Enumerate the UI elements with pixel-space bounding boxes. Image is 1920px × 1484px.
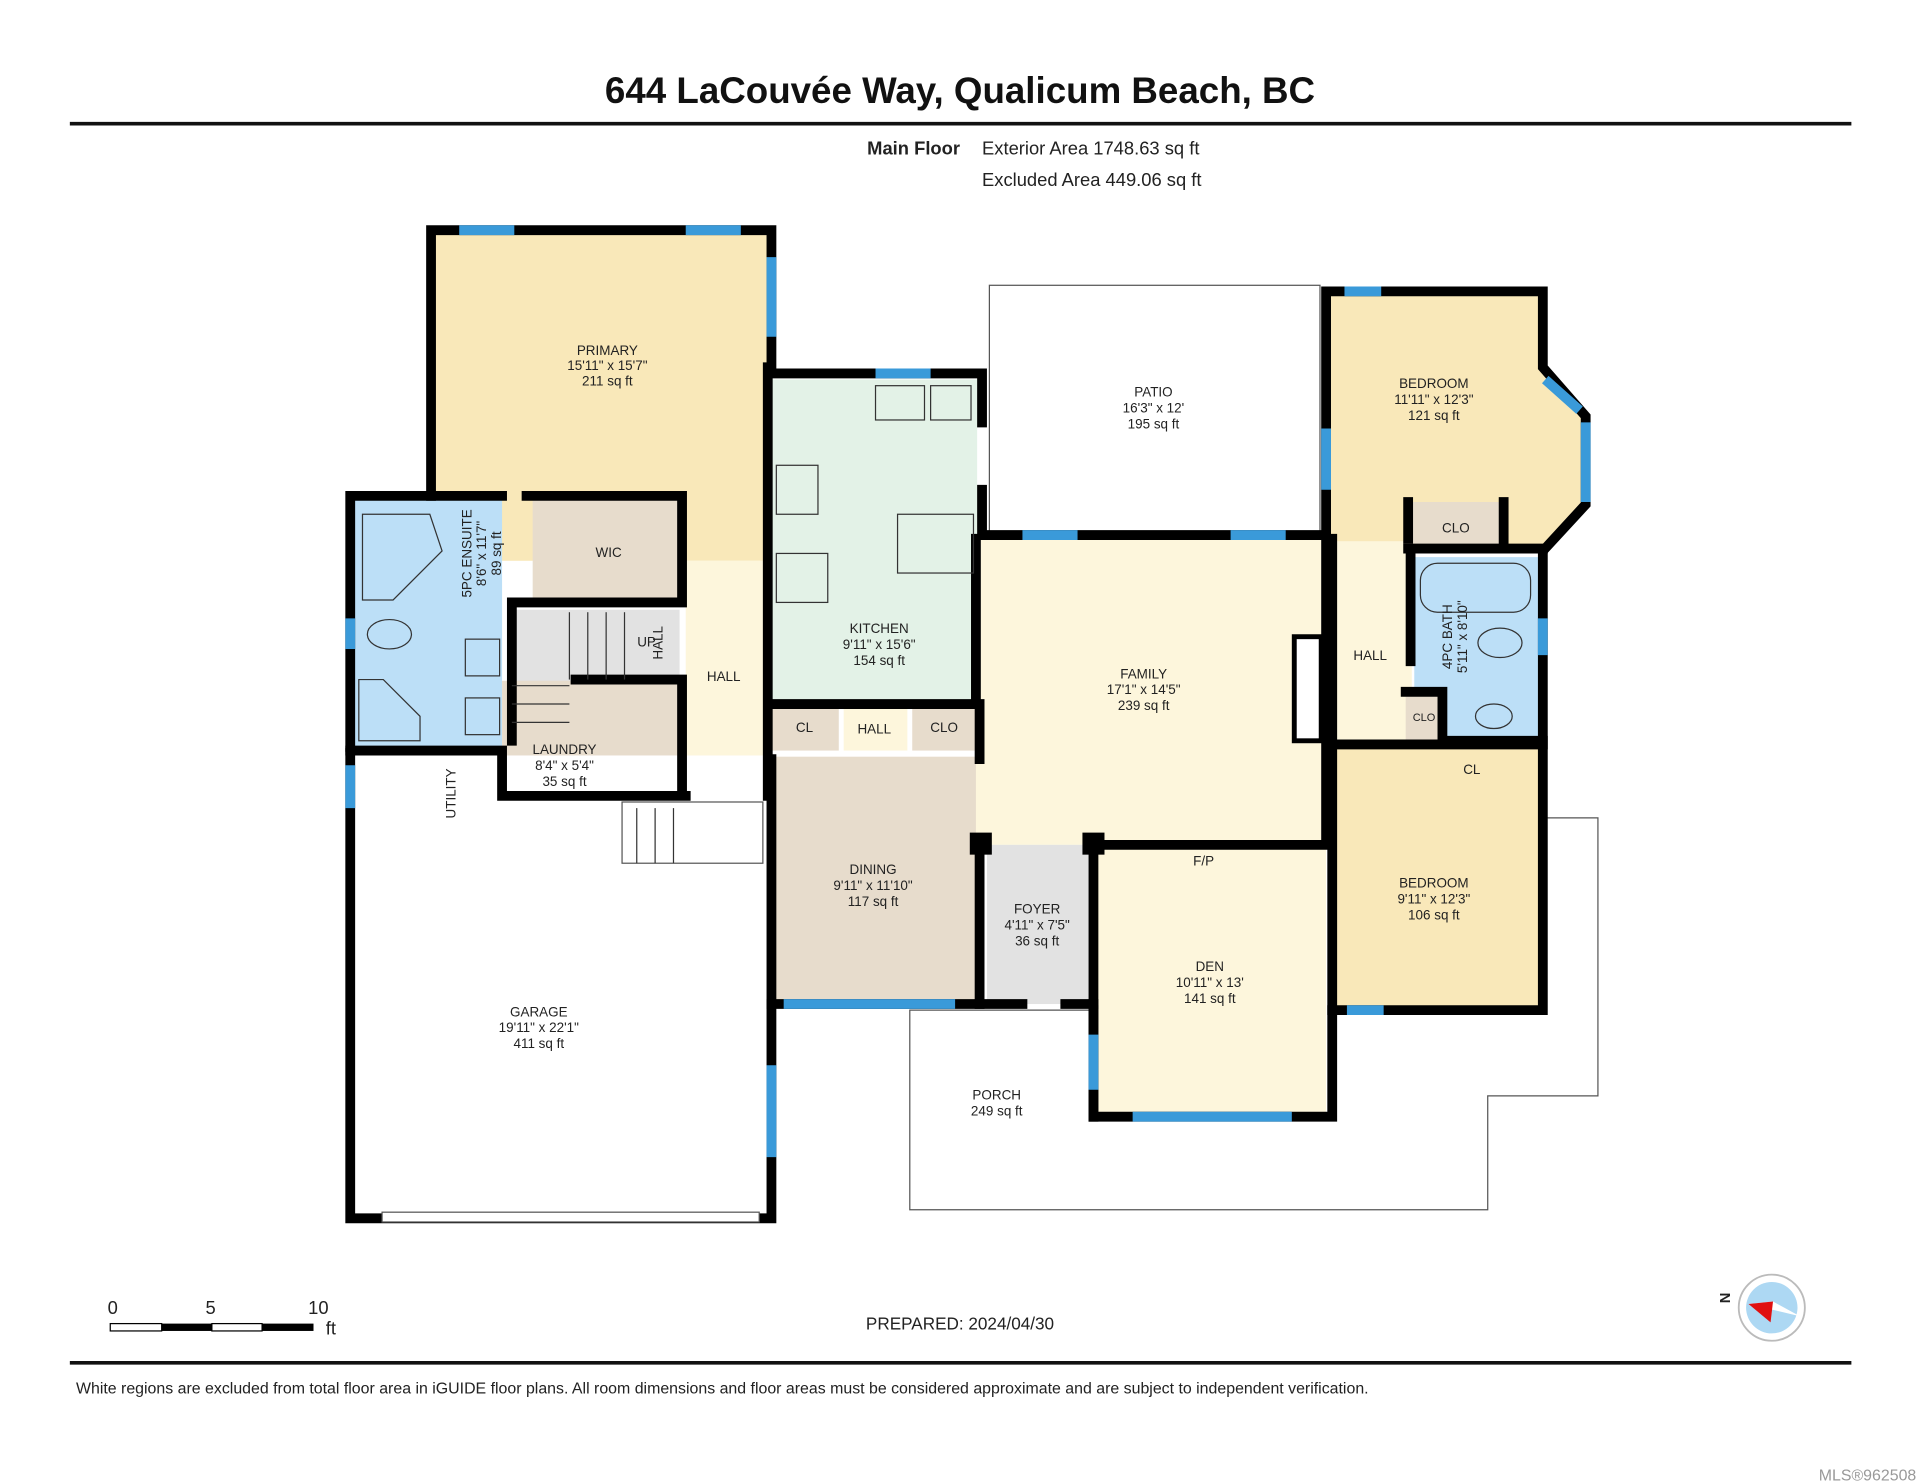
- svg-text:8'6" x 11'7": 8'6" x 11'7": [474, 521, 489, 587]
- garage-label: GARAGE 19'11" x 22'1" 411 sq ft: [499, 1004, 579, 1051]
- foyer-label: FOYER 4'11" x 7'5" 36 sq ft: [1004, 901, 1070, 948]
- svg-text:10'11" x 13': 10'11" x 13': [1176, 975, 1244, 990]
- svg-text:17'1" x 14'5": 17'1" x 14'5": [1107, 682, 1181, 697]
- ensuite-label: 5PC ENSUITE 8'6" x 11'7" 89 sq ft: [459, 509, 503, 597]
- svg-text:BEDROOM: BEDROOM: [1399, 376, 1469, 391]
- svg-text:4'11" x 7'5": 4'11" x 7'5": [1004, 917, 1070, 932]
- floor-name: Main Floor: [867, 137, 960, 158]
- svg-text:5: 5: [206, 1297, 216, 1318]
- page-title: 644 LaCouvée Way, Qualicum Beach, BC: [605, 70, 1315, 111]
- svg-text:0: 0: [108, 1297, 118, 1318]
- primary-label: PRIMARY 15'11" x 15'7" 211 sq ft: [567, 343, 647, 389]
- svg-text:16'3" x 12': 16'3" x 12': [1123, 401, 1185, 416]
- svg-text:LAUNDRY: LAUNDRY: [532, 742, 596, 757]
- room-fills: [346, 230, 1586, 1219]
- svg-text:195 sq ft: 195 sq ft: [1128, 417, 1180, 432]
- svg-text:GARAGE: GARAGE: [510, 1004, 568, 1019]
- svg-text:DINING: DINING: [850, 862, 897, 877]
- svg-text:154 sq ft: 154 sq ft: [853, 653, 905, 668]
- bedroom1-label: BEDROOM 11'11" x 12'3" 121 sq ft: [1394, 376, 1473, 423]
- prepared-date: PREPARED: 2024/04/30: [866, 1314, 1054, 1334]
- svg-text:11'11" x 12'3": 11'11" x 12'3": [1394, 392, 1473, 407]
- svg-text:FOYER: FOYER: [1014, 901, 1061, 916]
- svg-text:121 sq ft: 121 sq ft: [1408, 408, 1460, 423]
- porch-label: PORCH 249 sq ft: [971, 1088, 1023, 1119]
- svg-text:N: N: [1718, 1293, 1734, 1304]
- svg-text:BEDROOM: BEDROOM: [1399, 876, 1469, 891]
- stairs: [511, 612, 675, 864]
- cl-kitchen-label: CL: [796, 720, 814, 735]
- up-label: UP: [637, 634, 656, 649]
- svg-text:8'4" x 5'4": 8'4" x 5'4": [535, 758, 594, 773]
- compass-icon: N: [1718, 1273, 1806, 1342]
- svg-text:9'11" x 12'3": 9'11" x 12'3": [1397, 892, 1470, 907]
- svg-text:PATIO: PATIO: [1134, 385, 1172, 400]
- bedroom2-label: BEDROOM 9'11" x 12'3" 106 sq ft: [1397, 876, 1470, 923]
- kitchen-label: KITCHEN 9'11" x 15'6" 154 sq ft: [843, 621, 916, 668]
- laundry-label: LAUNDRY 8'4" x 5'4" 35 sq ft: [532, 742, 596, 789]
- svg-text:5'11" x 8'10": 5'11" x 8'10": [1455, 600, 1470, 673]
- clo-bed1-label: CLO: [1442, 521, 1470, 536]
- svg-text:4PC BATH: 4PC BATH: [1440, 604, 1455, 669]
- hall-mid-label: HALL: [857, 721, 891, 736]
- patio-area: [988, 284, 1321, 537]
- svg-text:411 sq ft: 411 sq ft: [513, 1036, 564, 1051]
- dining-label: DINING 9'11" x 11'10" 117 sq ft: [833, 862, 912, 909]
- clo-small-label: CLO: [1413, 712, 1436, 724]
- clo-mid-label: CLO: [930, 720, 958, 735]
- disclaimer: White regions are excluded from total fl…: [76, 1380, 1369, 1397]
- svg-text:KITCHEN: KITCHEN: [850, 621, 909, 636]
- hall-left-label: HALL: [707, 669, 741, 684]
- hall-right-label: HALL: [1353, 648, 1387, 663]
- den-label: F/P DEN 10'11" x 13' 141 sq ft: [1176, 854, 1244, 1006]
- up-hall-label: HALL: [650, 625, 665, 659]
- svg-text:15'11" x 15'7": 15'11" x 15'7": [567, 358, 647, 373]
- svg-text:35 sq ft: 35 sq ft: [542, 774, 586, 789]
- mls-number: MLS®962508: [1819, 1467, 1917, 1484]
- svg-text:5PC ENSUITE: 5PC ENSUITE: [459, 509, 474, 597]
- svg-text:141 sq ft: 141 sq ft: [1184, 991, 1236, 1006]
- svg-text:10: 10: [308, 1297, 328, 1318]
- svg-text:36 sq ft: 36 sq ft: [1015, 933, 1059, 948]
- svg-text:9'11" x 11'10": 9'11" x 11'10": [833, 878, 912, 893]
- svg-text:211 sq ft: 211 sq ft: [582, 374, 633, 389]
- svg-text:9'11" x 15'6": 9'11" x 15'6": [843, 637, 916, 652]
- exterior-area: Exterior Area 1748.63 sq ft: [982, 137, 1199, 158]
- excluded-area: Excluded Area 449.06 sq ft: [982, 169, 1201, 190]
- svg-text:106 sq ft: 106 sq ft: [1408, 908, 1460, 923]
- fixtures: [358, 385, 1532, 742]
- svg-text:DEN: DEN: [1196, 959, 1224, 974]
- wic-label: WIC: [596, 545, 622, 560]
- scale-bar: 0 5 10 ft: [108, 1297, 336, 1339]
- svg-text:249 sq ft: 249 sq ft: [971, 1103, 1023, 1118]
- svg-text:FAMILY: FAMILY: [1120, 666, 1167, 681]
- windows: [345, 225, 1591, 1158]
- svg-text:117 sq ft: 117 sq ft: [848, 894, 899, 909]
- utility-label: UTILITY: [444, 768, 459, 818]
- svg-text:PORCH: PORCH: [972, 1088, 1021, 1103]
- stairs-exterior: [621, 801, 764, 864]
- cl-bed2-label: CL: [1463, 762, 1481, 777]
- bath4-label: 4PC BATH 5'11" x 8'10": [1440, 600, 1470, 673]
- svg-text:PRIMARY: PRIMARY: [577, 343, 638, 358]
- family-label: FAMILY 17'1" x 14'5" 239 sq ft: [1107, 666, 1181, 713]
- patio-label: PATIO 16'3" x 12' 195 sq ft: [1123, 385, 1185, 432]
- garage-door: [381, 1211, 760, 1223]
- svg-text:ft: ft: [326, 1318, 336, 1339]
- svg-text:89 sq ft: 89 sq ft: [489, 531, 504, 575]
- svg-text:239 sq ft: 239 sq ft: [1118, 698, 1170, 713]
- svg-text:F/P: F/P: [1193, 854, 1214, 869]
- svg-text:19'11" x 22'1": 19'11" x 22'1": [499, 1020, 579, 1035]
